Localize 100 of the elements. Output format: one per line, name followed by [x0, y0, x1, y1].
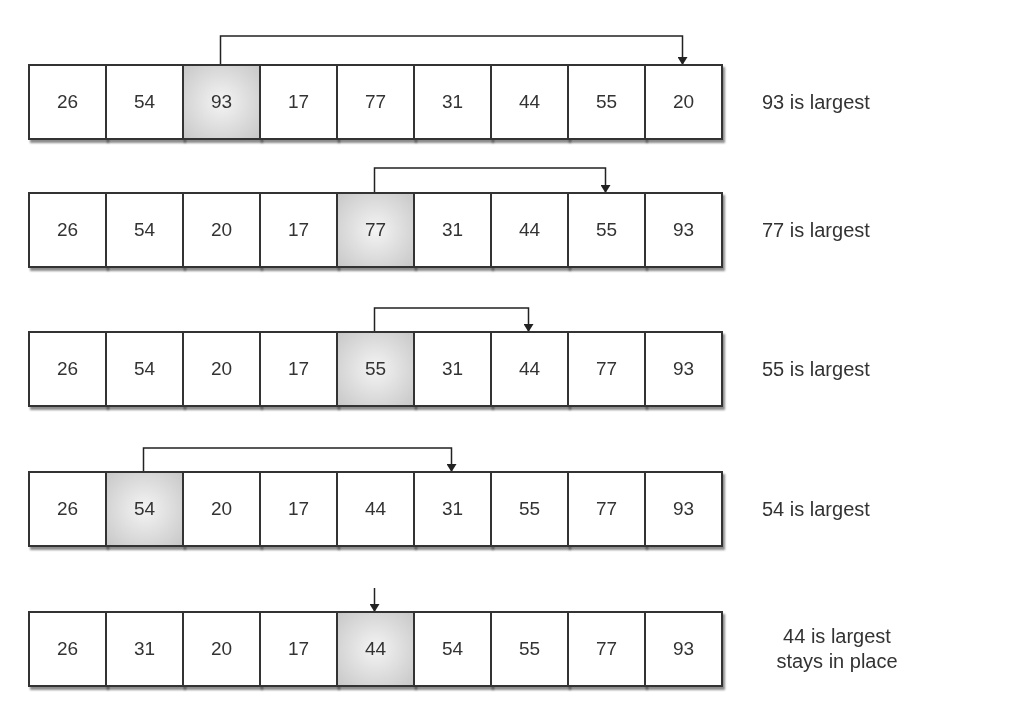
array-cell [259, 471, 338, 547]
cell-value: 54 [133, 217, 156, 242]
array-cell [105, 192, 184, 268]
array-cell [28, 331, 107, 407]
array-cell [413, 471, 492, 547]
array-cell [182, 192, 261, 268]
array-cell [28, 611, 107, 687]
cell-value: 20 [210, 636, 233, 661]
array-cell [28, 192, 107, 268]
highlighted-array-cell [336, 331, 415, 407]
cell-value: 20 [210, 217, 233, 242]
step-note: 93 is largest [762, 89, 870, 115]
highlighted-array-cell [336, 192, 415, 268]
array-cell [490, 471, 569, 547]
arrow [373, 167, 611, 193]
cell-value: 17 [287, 217, 310, 242]
array-cell [28, 471, 107, 547]
cell-value: 93 [672, 356, 695, 381]
cell-value: 26 [56, 636, 79, 661]
cell-value: 55 [364, 356, 387, 381]
cell-value: 55 [595, 217, 618, 242]
cell-value: 77 [595, 636, 618, 661]
cell-value: 31 [441, 356, 464, 381]
cell-value: 17 [287, 356, 310, 381]
cell-value: 20 [672, 89, 695, 114]
arrow [369, 587, 380, 612]
arrow [373, 307, 534, 332]
array-cell [490, 331, 569, 407]
array-cell [182, 611, 261, 687]
cell-value: 44 [518, 217, 541, 242]
cell-value: 17 [287, 636, 310, 661]
array-cell [28, 64, 107, 140]
cell-value: 44 [364, 636, 387, 661]
array-cell [644, 64, 723, 140]
array-cell [567, 471, 646, 547]
array-cell [413, 64, 492, 140]
array-cell [567, 192, 646, 268]
array-cell [105, 611, 184, 687]
cell-value: 93 [672, 636, 695, 661]
step-note: 54 is largest [762, 496, 870, 522]
cell-value: 77 [595, 356, 618, 381]
cell-value: 54 [441, 636, 464, 661]
array-cell [413, 611, 492, 687]
array-cell [490, 64, 569, 140]
cell-value: 44 [364, 496, 387, 521]
cell-value: 31 [133, 636, 156, 661]
cell-value: 17 [287, 89, 310, 114]
array-cell [644, 471, 723, 547]
array-cell [413, 192, 492, 268]
arrow [219, 35, 688, 65]
arrow [142, 447, 457, 472]
cell-value: 26 [56, 89, 79, 114]
array-cell [259, 64, 338, 140]
array-cell [567, 64, 646, 140]
cell-value: 26 [56, 496, 79, 521]
cell-value: 26 [56, 356, 79, 381]
cell-value: 93 [672, 217, 695, 242]
cell-value: 20 [210, 496, 233, 521]
array-cell [644, 192, 723, 268]
cell-value: 55 [518, 496, 541, 521]
cell-value: 55 [518, 636, 541, 661]
array-cell [490, 611, 569, 687]
step-note: 44 is largest stays in place [775, 624, 899, 674]
step-note: 77 is largest [762, 217, 870, 243]
cell-value: 54 [133, 496, 156, 521]
array-cell [336, 64, 415, 140]
cell-value: 93 [672, 496, 695, 521]
highlighted-array-cell [336, 611, 415, 687]
step-note: 55 is largest [762, 356, 870, 382]
array-cell [567, 611, 646, 687]
array-cell [336, 471, 415, 547]
cell-value: 54 [133, 356, 156, 381]
array-cell [567, 331, 646, 407]
array-cell [259, 331, 338, 407]
cell-value: 55 [595, 89, 618, 114]
cell-value: 54 [133, 89, 156, 114]
array-cell [182, 471, 261, 547]
cell-value: 77 [364, 89, 387, 114]
cell-value: 44 [518, 89, 541, 114]
cell-value: 26 [56, 217, 79, 242]
array-cell [644, 611, 723, 687]
highlighted-array-cell [105, 471, 184, 547]
cell-value: 31 [441, 217, 464, 242]
array-cell [644, 331, 723, 407]
cell-value: 77 [364, 217, 387, 242]
highlighted-array-cell [182, 64, 261, 140]
cell-value: 77 [595, 496, 618, 521]
cell-value: 20 [210, 356, 233, 381]
array-cell [259, 192, 338, 268]
array-cell [413, 331, 492, 407]
array-cell [182, 331, 261, 407]
array-cell [490, 192, 569, 268]
cell-value: 31 [441, 89, 464, 114]
cell-value: 93 [210, 89, 233, 114]
cell-value: 44 [518, 356, 541, 381]
array-cell [105, 331, 184, 407]
array-cell [105, 64, 184, 140]
cell-value: 17 [287, 496, 310, 521]
cell-value: 31 [441, 496, 464, 521]
array-cell [259, 611, 338, 687]
